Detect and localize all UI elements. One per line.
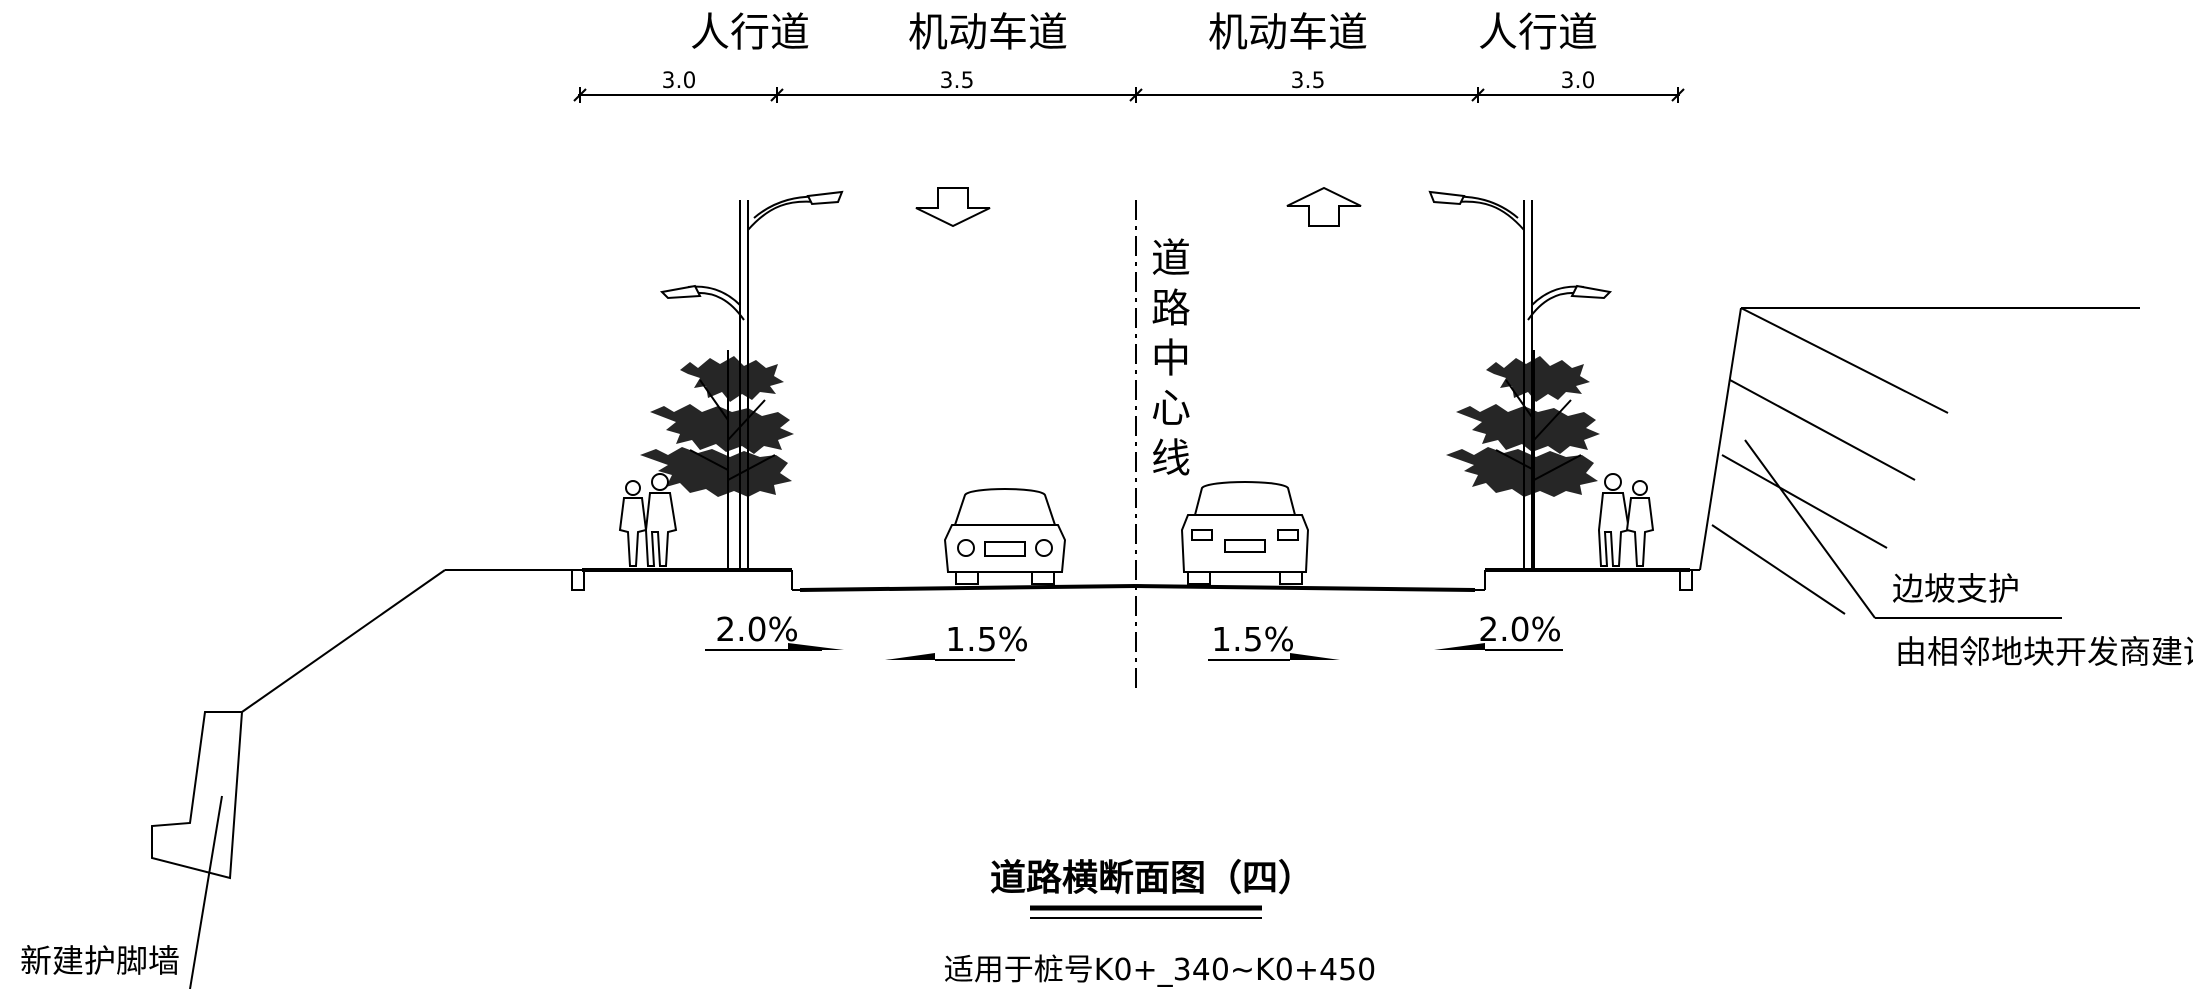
centerline-char-4: 心 <box>1151 386 1191 432</box>
lane-label-left-carriageway: 机动车道 <box>908 10 1068 56</box>
centerline-char-5: 线 <box>1151 436 1191 482</box>
arrow-down-icon <box>915 187 991 228</box>
arrow-up-icon <box>1286 186 1362 227</box>
pedestrians-right <box>1597 473 1655 567</box>
drawing-title: 道路横断面图（四） <box>990 858 1314 899</box>
tree-left <box>640 350 794 568</box>
centerline-char-1: 道 <box>1151 236 1191 282</box>
lane-label-left-sidewalk: 人行道 <box>690 10 810 56</box>
developer-note: 由相邻地块开发商建设 <box>1895 633 2193 671</box>
slope-value-left-lane: 1.5% <box>945 620 1029 659</box>
left-embankment <box>151 569 446 989</box>
slope-value-left-sidewalk: 2.0% <box>715 610 799 649</box>
slope-value-right-sidewalk: 2.0% <box>1478 610 1562 649</box>
centerline-char-3: 中 <box>1151 336 1191 382</box>
centerline-char-2: 路 <box>1151 286 1191 332</box>
dimension-right-sidewalk: 3.0 <box>1561 69 1596 94</box>
lane-label-right-carriageway: 机动车道 <box>1208 10 1368 56</box>
station-range: 适用于桩号K0+_340~K0+450 <box>944 953 1376 988</box>
pedestrians-left <box>618 473 678 567</box>
dimension-line <box>573 87 1685 103</box>
slope-indicator-right-lane: 1.5% <box>1208 620 1340 661</box>
car-right <box>1180 481 1310 585</box>
slope-indicator-left-sidewalk: 2.0% <box>705 610 844 651</box>
centerline-label: 道 路 中 心 线 <box>1151 236 1191 482</box>
retaining-wall-note: 新建护脚墙 <box>20 942 180 980</box>
slope-indicator-right-sidewalk: 2.0% <box>1434 610 1563 651</box>
right-slope-support <box>1699 307 2140 619</box>
car-left <box>943 488 1067 585</box>
lane-label-right-sidewalk: 人行道 <box>1478 10 1598 56</box>
dimension-left-carriageway: 3.5 <box>940 69 975 94</box>
dimension-left-sidewalk: 3.0 <box>662 69 697 94</box>
slope-value-right-lane: 1.5% <box>1211 620 1295 659</box>
slope-indicator-left-lane: 1.5% <box>885 620 1029 661</box>
slope-support-note: 边坡支护 <box>1892 570 2020 608</box>
tree-right <box>1446 350 1600 568</box>
dimension-right-carriageway: 3.5 <box>1291 69 1326 94</box>
road-profile <box>445 568 1700 592</box>
